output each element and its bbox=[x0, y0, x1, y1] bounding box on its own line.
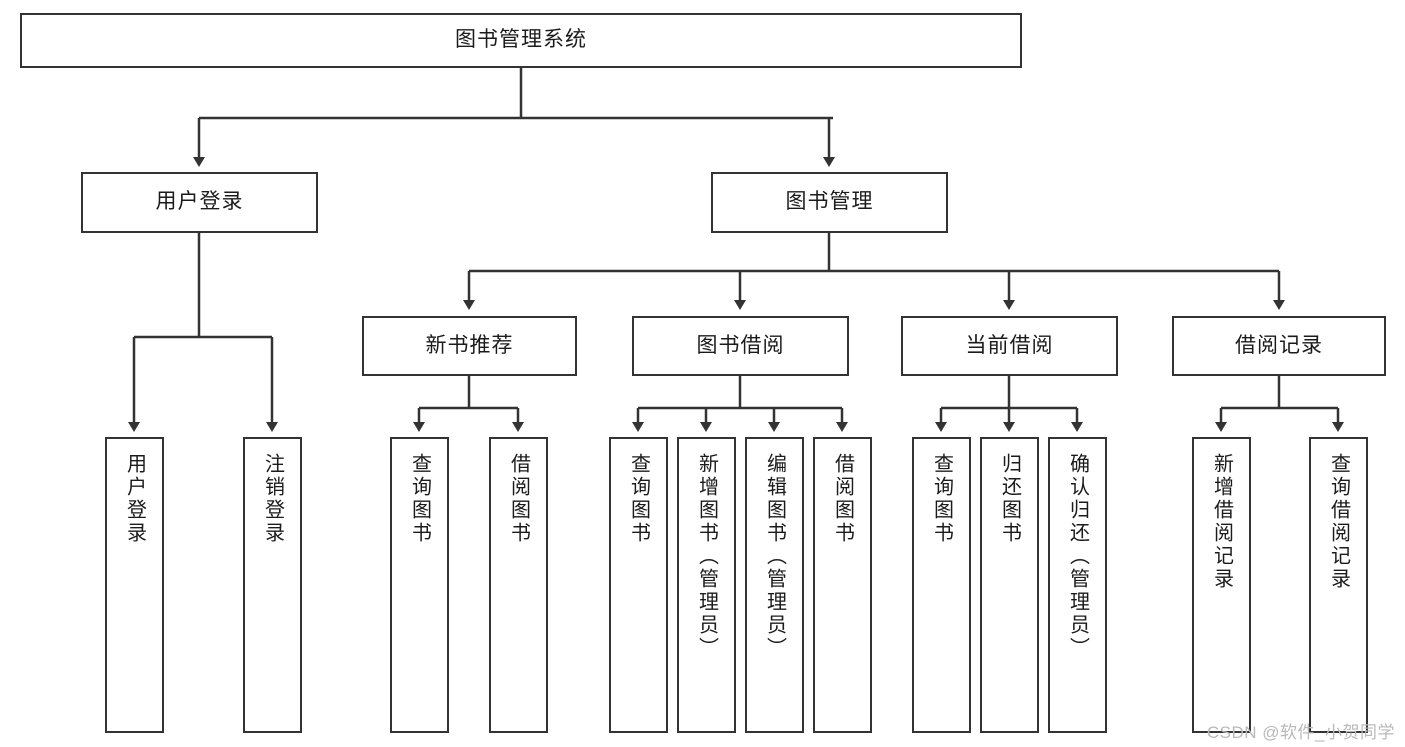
node-label: 确认归还（管理员） bbox=[1066, 453, 1089, 660]
node-label: 归还图书 bbox=[998, 453, 1021, 545]
node-label: 用户登录 bbox=[155, 190, 244, 214]
node-label: 注销登录 bbox=[261, 453, 284, 545]
node-label: 查询借阅记录 bbox=[1327, 453, 1350, 591]
node-label: 新增图书（管理员） bbox=[695, 453, 718, 660]
node-label: 当前借阅 bbox=[965, 333, 1054, 357]
leaf-user-login-signout[interactable]: 注销登录 bbox=[243, 437, 302, 733]
node-label: 查询图书 bbox=[627, 453, 650, 545]
node-label: 图书管理系统 bbox=[455, 28, 587, 52]
node-book-management[interactable]: 图书管理 bbox=[711, 172, 948, 233]
node-borrow-record[interactable]: 借阅记录 bbox=[1172, 316, 1386, 376]
node-label: 图书借阅 bbox=[696, 333, 785, 357]
node-label: 查询图书 bbox=[930, 453, 953, 545]
node-label: 新增借阅记录 bbox=[1210, 453, 1233, 591]
node-user-login[interactable]: 用户登录 bbox=[81, 172, 318, 233]
leaf-borrow-record-query[interactable]: 查询借阅记录 bbox=[1309, 437, 1368, 733]
node-label: 图书管理 bbox=[785, 190, 874, 214]
node-label: 用户登录 bbox=[123, 453, 146, 545]
leaf-book-borrow-add[interactable]: 新增图书（管理员） bbox=[677, 437, 736, 733]
node-root-system[interactable]: 图书管理系统 bbox=[20, 13, 1022, 68]
node-new-book-recommend[interactable]: 新书推荐 bbox=[362, 316, 577, 376]
leaf-new-book-query[interactable]: 查询图书 bbox=[390, 437, 449, 733]
node-label: 新书推荐 bbox=[425, 333, 514, 357]
leaf-current-borrow-return[interactable]: 归还图书 bbox=[980, 437, 1039, 733]
leaf-current-borrow-confirm-return[interactable]: 确认归还（管理员） bbox=[1048, 437, 1107, 733]
leaf-book-borrow-borrow[interactable]: 借阅图书 bbox=[813, 437, 872, 733]
node-label: 查询图书 bbox=[408, 453, 431, 545]
node-label: 借阅图书 bbox=[507, 453, 530, 545]
leaf-user-login-signin[interactable]: 用户登录 bbox=[105, 437, 164, 733]
leaf-book-borrow-edit[interactable]: 编辑图书（管理员） bbox=[745, 437, 804, 733]
leaf-book-borrow-query[interactable]: 查询图书 bbox=[609, 437, 668, 733]
node-label: 编辑图书（管理员） bbox=[763, 453, 786, 660]
leaf-current-borrow-query[interactable]: 查询图书 bbox=[912, 437, 971, 733]
node-book-borrow[interactable]: 图书借阅 bbox=[632, 316, 849, 376]
node-label: 借阅记录 bbox=[1235, 333, 1323, 357]
leaf-new-book-borrow[interactable]: 借阅图书 bbox=[489, 437, 548, 733]
node-label: 借阅图书 bbox=[831, 453, 854, 545]
csdn-watermark: CSDN @软件_小贺同学 bbox=[1206, 723, 1395, 742]
leaf-borrow-record-add[interactable]: 新增借阅记录 bbox=[1192, 437, 1251, 733]
node-current-borrow[interactable]: 当前借阅 bbox=[901, 316, 1118, 376]
